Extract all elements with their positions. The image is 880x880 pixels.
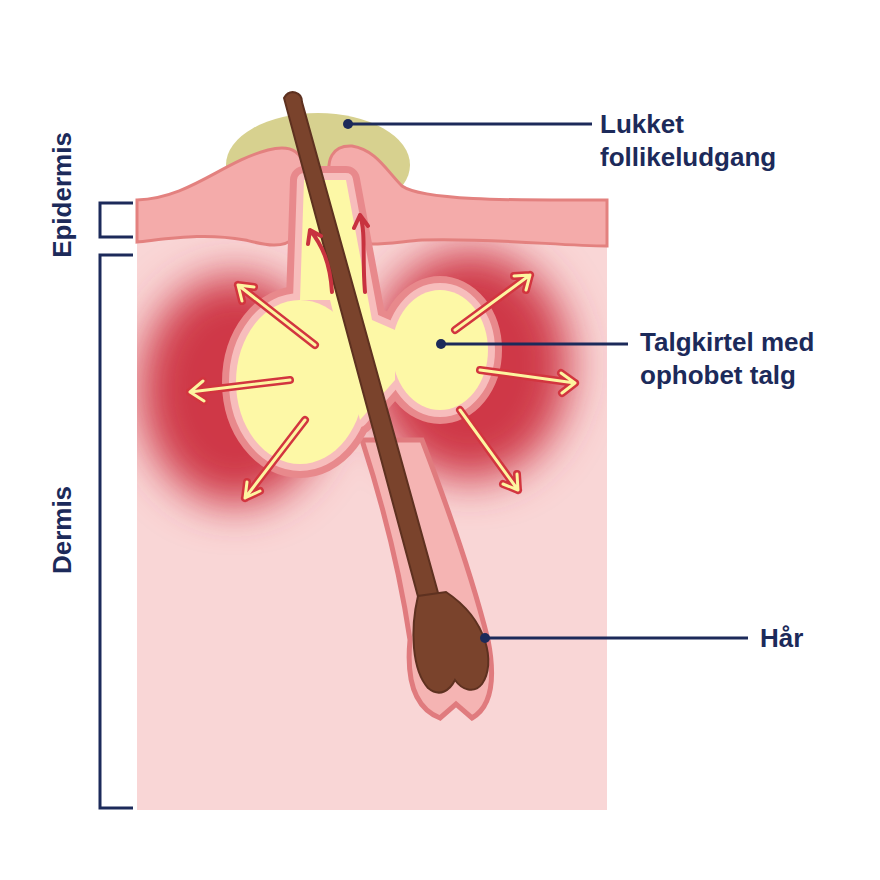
layer-label: Dermis <box>46 486 79 574</box>
callout-label: Hår <box>760 622 860 655</box>
layer-bracket <box>100 203 133 808</box>
pressure-arrows <box>190 215 575 498</box>
epidermis-layer <box>137 146 607 246</box>
callout-label: Lukket follikeludgang <box>600 108 815 174</box>
hair <box>284 92 488 692</box>
layer-label: Epidermis <box>46 132 79 258</box>
callout-label: Talgkirtel med ophobet talg <box>640 326 845 392</box>
